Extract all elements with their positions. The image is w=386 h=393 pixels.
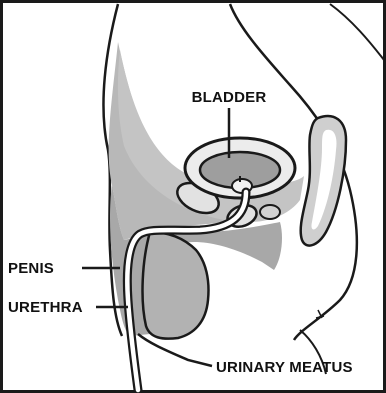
spine-contour — [330, 4, 384, 60]
urethra-label: URETHRA — [8, 299, 83, 316]
urinary-meatus-label: URINARY MEATUS — [216, 359, 353, 376]
bladder-label: BLADDER — [192, 89, 267, 106]
rectal-fold — [260, 205, 280, 219]
scrotum — [143, 232, 209, 339]
penis-label: PENIS — [8, 260, 54, 277]
